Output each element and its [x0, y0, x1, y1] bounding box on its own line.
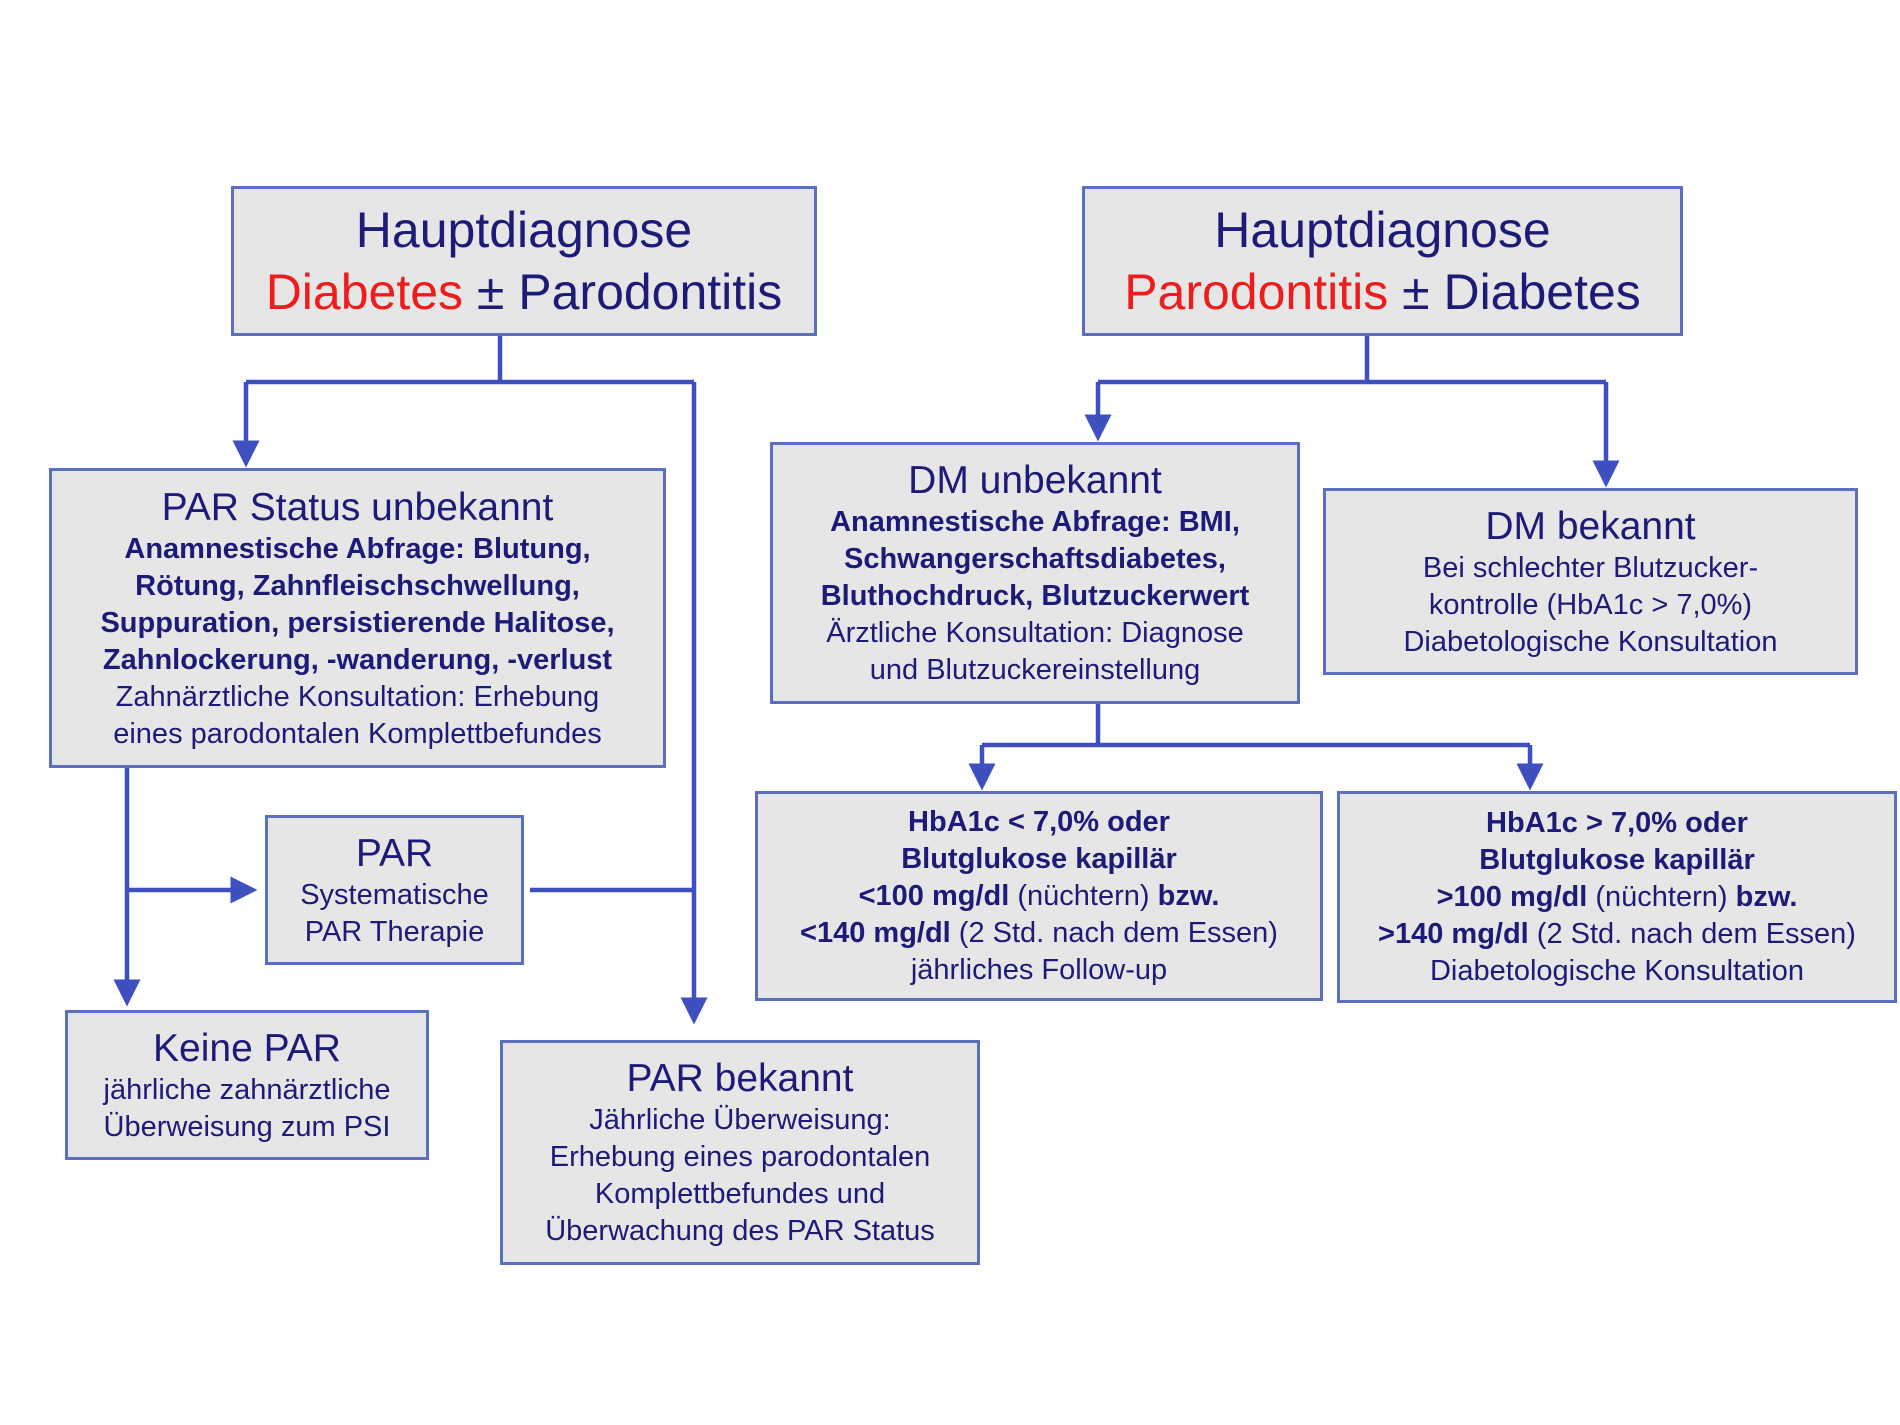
par-therapy-line: PAR Therapie [304, 915, 485, 948]
main-box-diabetes: Hauptdiagnose Diabetes ± Parodontitis [231, 186, 817, 336]
hba1c-high-postmeal-value: >140 mg/dl [1378, 917, 1529, 950]
main-box-diabetes-title: Hauptdiagnose [355, 202, 693, 258]
dm-known-box: DM bekannt Bei schlechter Blutzucker- ko… [1323, 488, 1858, 675]
par-unknown-line: Zahnärztliche Konsultation: Erhebung [115, 680, 600, 713]
par-unknown-line: Anamnestische Abfrage: Blutung, [124, 532, 591, 565]
dm-unknown-line: Ärztliche Konsultation: Diagnose [826, 617, 1244, 649]
hba1c-low-line: Blutglukose kapillär [901, 842, 1177, 875]
no-par-title: Keine PAR [153, 1026, 341, 1070]
par-known-title: PAR bekannt [626, 1057, 854, 1100]
hba1c-low-line: <140 mg/dl (2 Std. nach dem Essen) [800, 915, 1278, 952]
par-known-line: Überwachung des PAR Status [545, 1215, 935, 1247]
dm-unknown-line: Anamnestische Abfrage: BMI, [830, 506, 1240, 538]
hba1c-high-line: HbA1c > 7,0% oder [1486, 806, 1748, 839]
hba1c-low-fasting-value: <100 mg/dl [858, 879, 1010, 912]
hba1c-high-conj: bzw. [1735, 880, 1798, 913]
hba1c-low-line: jährliches Follow-up [910, 953, 1168, 986]
no-par-box: Keine PAR jährliche zahnärztliche Überwe… [65, 1010, 429, 1160]
hba1c-high-line: Diabetologische Konsultation [1429, 954, 1805, 987]
par-unknown-line: Suppuration, persistierende Halitose, [100, 606, 615, 639]
hba1c-high-fasting-value: >100 mg/dl [1436, 880, 1588, 913]
main-box-parodontitis-subtitle: Parodontitis ± Diabetes [1124, 261, 1641, 323]
dm-known-line: Bei schlechter Blutzucker- [1422, 551, 1759, 584]
hba1c-low-box: HbA1c < 7,0% oder Blutglukose kapillär <… [755, 791, 1323, 1001]
main-box-parodontitis: Hauptdiagnose Parodontitis ± Diabetes [1082, 186, 1683, 336]
dm-unknown-title: DM unbekannt [908, 459, 1162, 502]
par-known-box: PAR bekannt Jährliche Überweisung: Erheb… [500, 1040, 980, 1265]
highlight-parodontitis: Parodontitis [1124, 264, 1389, 320]
dm-unknown-line: Schwangerschaftsdiabetes, [844, 543, 1226, 575]
hba1c-high-postmeal-note: (2 Std. nach dem Essen) [1528, 917, 1856, 950]
no-par-line: jährliche zahnärztliche [103, 1073, 391, 1106]
hba1c-low-postmeal-value: <140 mg/dl [800, 916, 951, 949]
par-unknown-title: PAR Status unbekannt [161, 485, 554, 529]
par-unknown-line: Zahnlockerung, -wanderung, -verlust [102, 643, 613, 676]
hba1c-high-box: HbA1c > 7,0% oder Blutglukose kapillär >… [1337, 791, 1897, 1003]
hba1c-high-line: >100 mg/dl (nüchtern) bzw. [1437, 879, 1798, 916]
dm-known-title: DM bekannt [1485, 504, 1696, 548]
dm-known-line: kontrolle (HbA1c > 7,0%) [1428, 588, 1753, 621]
highlight-diabetes: Diabetes [265, 264, 464, 320]
main-box-parodontitis-rest: ± Diabetes [1388, 264, 1641, 320]
no-par-line: Überweisung zum PSI [103, 1110, 391, 1143]
hba1c-low-postmeal-note: (2 Std. nach dem Essen) [950, 916, 1278, 949]
par-known-line: Jährliche Überweisung: [589, 1104, 891, 1136]
hba1c-high-fasting-note: (nüchtern) [1587, 880, 1736, 913]
hba1c-low-conj: bzw. [1157, 879, 1220, 912]
main-box-diabetes-subtitle: Diabetes ± Parodontitis [266, 261, 783, 323]
main-box-diabetes-rest: ± Parodontitis [463, 264, 783, 320]
hba1c-high-line: >140 mg/dl (2 Std. nach dem Essen) [1378, 916, 1856, 953]
hba1c-low-fasting-note: (nüchtern) [1009, 879, 1158, 912]
dm-known-line: Diabetologische Konsultation [1403, 625, 1778, 658]
hba1c-high-line: Blutglukose kapillär [1479, 843, 1755, 876]
hba1c-low-line: HbA1c < 7,0% oder [908, 805, 1170, 838]
dm-unknown-box: DM unbekannt Anamnestische Abfrage: BMI,… [770, 442, 1300, 704]
par-therapy-title: PAR [355, 831, 434, 875]
par-known-line: Komplettbefundes und [594, 1178, 886, 1210]
dm-unknown-line: und Blutzuckereinstellung [869, 654, 1201, 686]
par-therapy-box: PAR Systematische PAR Therapie [265, 815, 524, 965]
main-box-parodontitis-title: Hauptdiagnose [1214, 202, 1551, 258]
par-unknown-box: PAR Status unbekannt Anamnestische Abfra… [49, 468, 666, 768]
par-unknown-line: Rötung, Zahnfleischschwellung, [135, 569, 580, 602]
dm-unknown-line: Bluthochdruck, Blutzuckerwert [820, 580, 1250, 612]
par-therapy-line: Systematische [300, 878, 489, 911]
par-known-line: Erhebung eines parodontalen [549, 1141, 931, 1173]
par-unknown-line: eines parodontalen Komplettbefundes [113, 717, 602, 750]
hba1c-low-line: <100 mg/dl (nüchtern) bzw. [859, 878, 1220, 915]
